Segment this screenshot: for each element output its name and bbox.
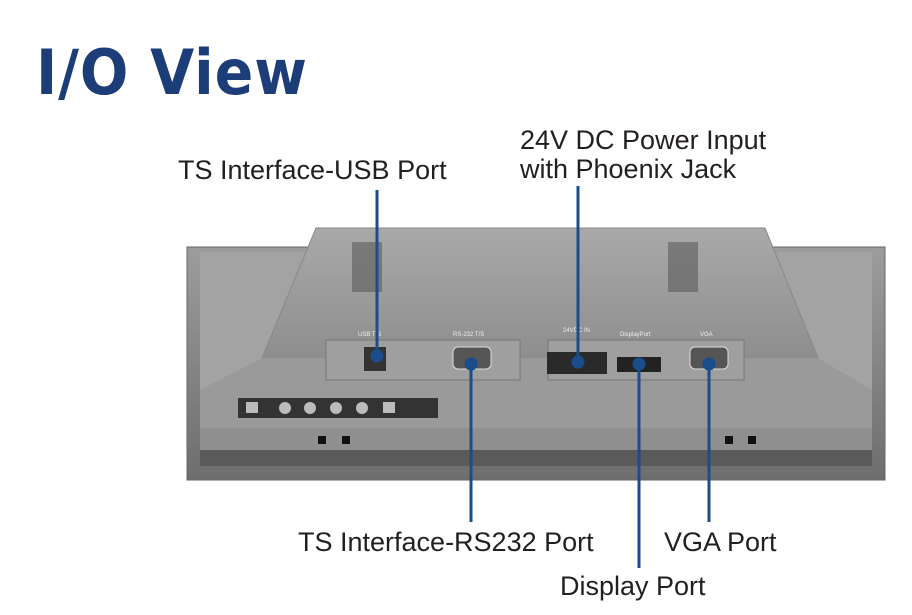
callout-power-line2: with Phoenix Jack bbox=[520, 154, 737, 184]
callout-vga: VGA Port bbox=[664, 527, 777, 557]
rear-housing bbox=[261, 227, 819, 359]
panel-label-rs232: RS-232 T/S bbox=[453, 332, 484, 338]
callout-usb: TS Interface-USB Port bbox=[178, 155, 447, 185]
page-title: I/O View bbox=[36, 36, 308, 109]
panel-label-displayport: DisplayPort bbox=[620, 332, 651, 338]
callout-power-line1: 24V DC Power Input bbox=[520, 125, 767, 155]
panel-label-vga: VGA bbox=[700, 332, 713, 338]
callout-displayport: Display Port bbox=[560, 571, 706, 601]
panel-label-usb: USB T/S bbox=[358, 332, 381, 338]
callout-rs232: TS Interface-RS232 Port bbox=[298, 527, 594, 557]
